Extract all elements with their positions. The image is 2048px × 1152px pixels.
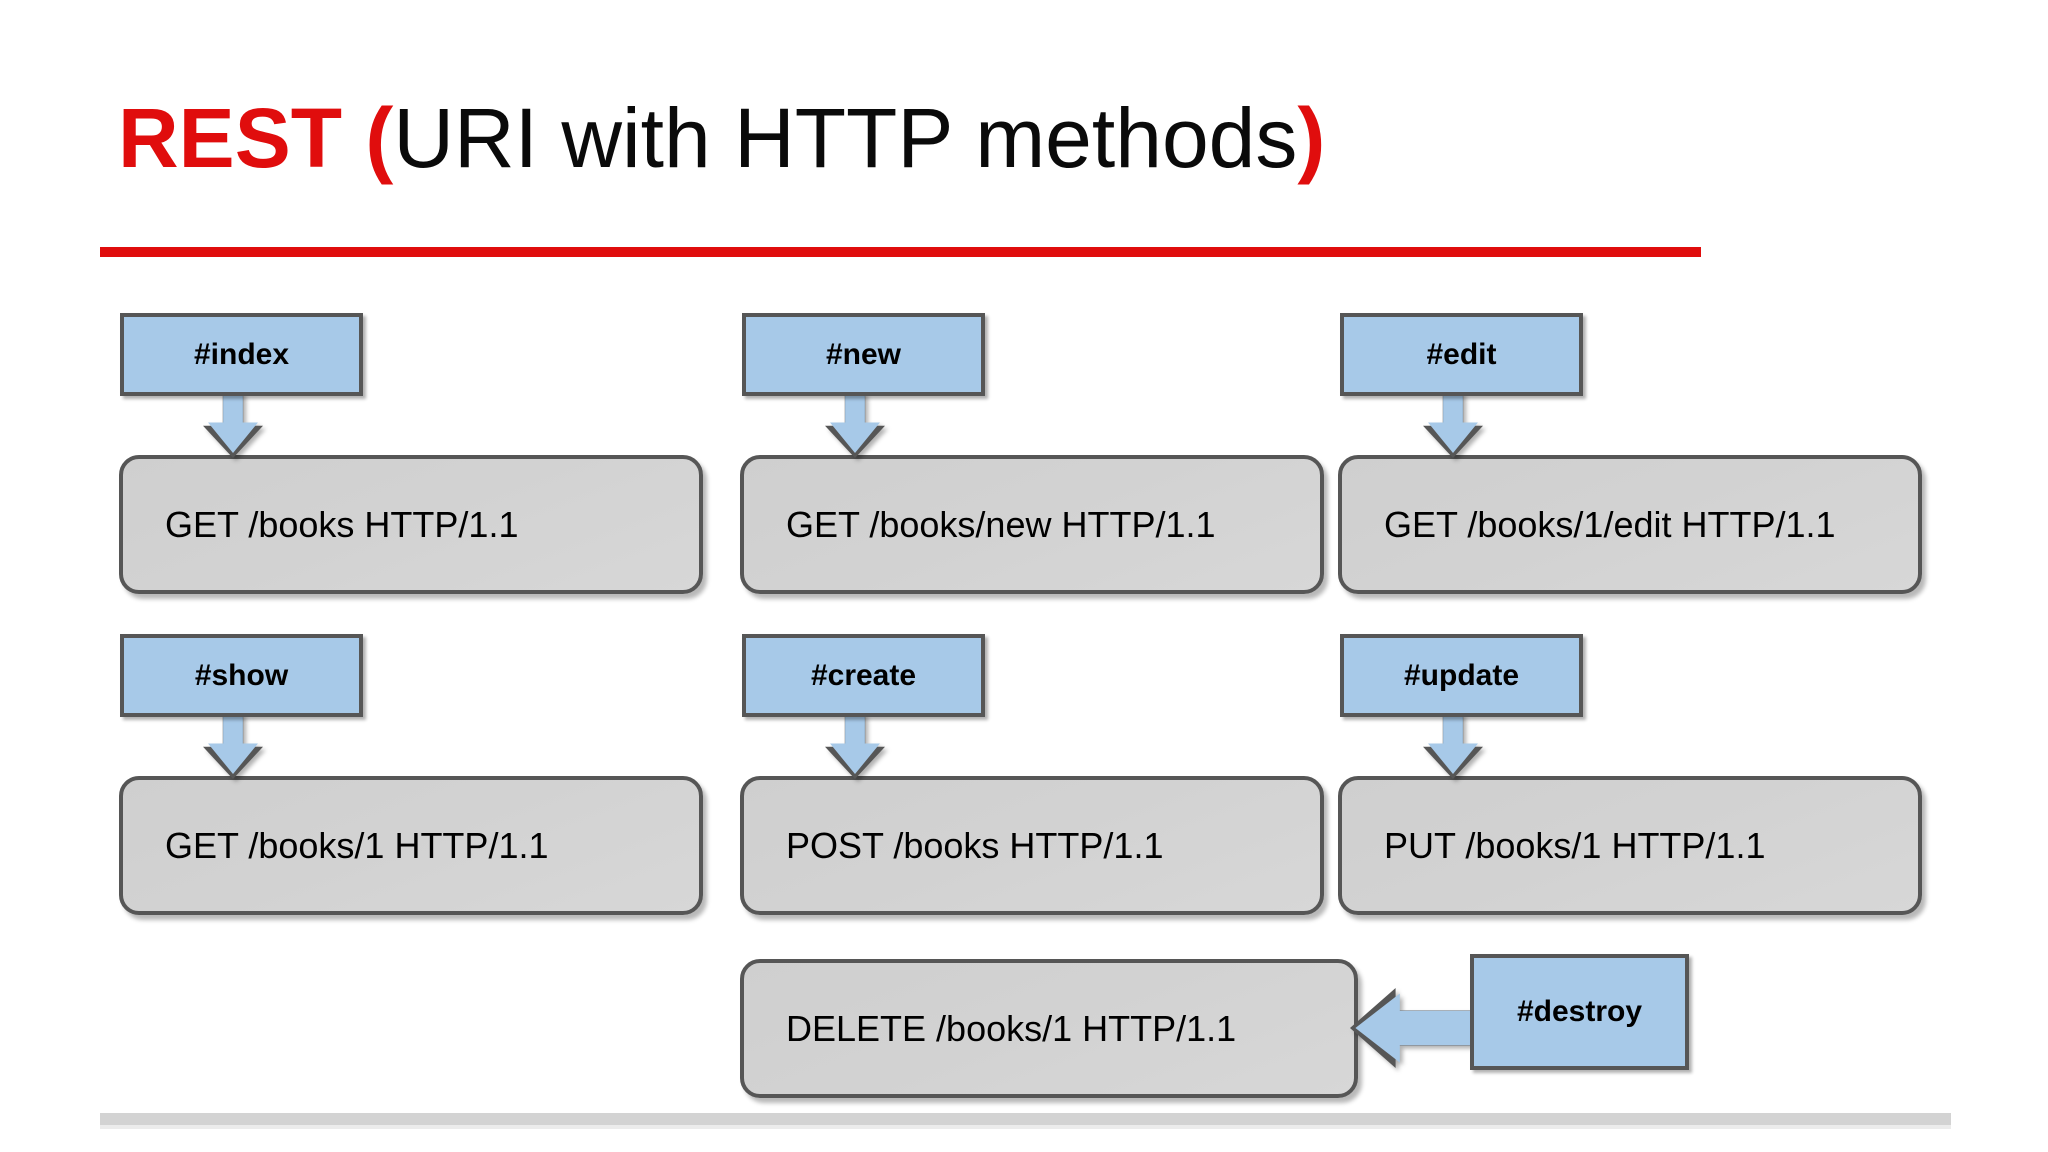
request-box-index[interactable]: GET /books HTTP/1.1 — [119, 455, 703, 594]
title-middle: URI with HTTP methods — [393, 91, 1298, 185]
down-arrow-icon — [203, 392, 263, 458]
action-label-show[interactable]: #show — [120, 634, 363, 717]
left-arrow-icon — [1350, 988, 1473, 1068]
request-box-create[interactable]: POST /books HTTP/1.1 — [740, 776, 1324, 915]
action-label-text: #index — [193, 337, 290, 371]
down-arrow-icon — [825, 392, 885, 458]
request-box-show[interactable]: GET /books/1 HTTP/1.1 — [119, 776, 703, 915]
request-text: POST /books HTTP/1.1 — [786, 824, 1164, 866]
action-label-edit[interactable]: #edit — [1340, 313, 1583, 396]
request-box-new[interactable]: GET /books/new HTTP/1.1 — [740, 455, 1324, 594]
title-open-paren: ( — [365, 91, 394, 185]
request-text: PUT /books/1 HTTP/1.1 — [1384, 824, 1766, 866]
action-label-text: #edit — [1426, 337, 1497, 371]
down-arrow-icon — [1423, 713, 1483, 779]
down-arrow-icon — [1423, 392, 1483, 458]
action-label-text: #show — [194, 658, 289, 692]
title-close-paren: ) — [1297, 91, 1326, 185]
action-label-text: #new — [825, 337, 902, 371]
action-label-destroy[interactable]: #destroy — [1470, 954, 1689, 1070]
request-box-edit[interactable]: GET /books/1/edit HTTP/1.1 — [1338, 455, 1922, 594]
action-label-text: #update — [1403, 658, 1520, 692]
request-text: GET /books/1/edit HTTP/1.1 — [1384, 503, 1836, 545]
request-box-destroy[interactable]: DELETE /books/1 HTTP/1.1 — [740, 959, 1358, 1098]
request-box-update[interactable]: PUT /books/1 HTTP/1.1 — [1338, 776, 1922, 915]
request-text: GET /books/1 HTTP/1.1 — [165, 824, 549, 866]
request-text: GET /books HTTP/1.1 — [165, 503, 519, 545]
action-label-text: #destroy — [1516, 995, 1643, 1028]
action-label-create[interactable]: #create — [742, 634, 985, 717]
title-rest: REST — [118, 91, 343, 185]
request-text: GET /books/new HTTP/1.1 — [786, 503, 1216, 545]
down-arrow-icon — [825, 713, 885, 779]
action-label-update[interactable]: #update — [1340, 634, 1583, 717]
action-label-new[interactable]: #new — [742, 313, 985, 396]
action-label-text: #create — [810, 658, 917, 692]
title-underline-rule — [100, 247, 1701, 257]
action-label-index[interactable]: #index — [120, 313, 363, 396]
footer-rule — [100, 1113, 1951, 1129]
down-arrow-icon — [203, 713, 263, 779]
request-text: DELETE /books/1 HTTP/1.1 — [786, 1007, 1237, 1049]
page-title: REST (URI with HTTP methods) — [118, 94, 1325, 182]
